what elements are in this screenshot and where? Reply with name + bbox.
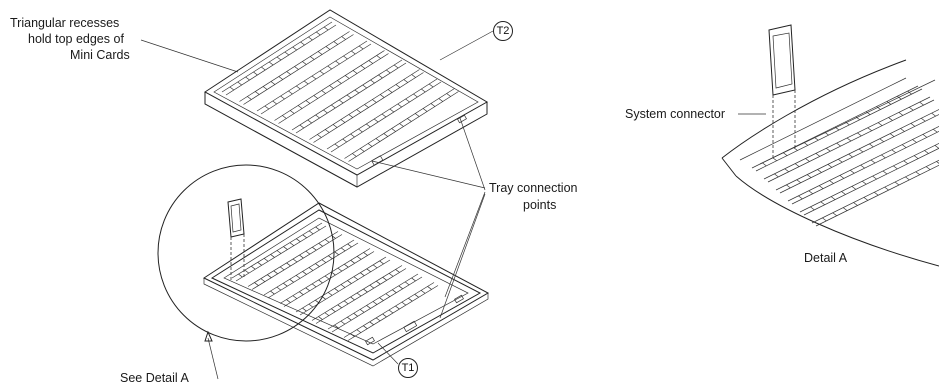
top-tray-t2 xyxy=(205,10,487,187)
detail-a-circle xyxy=(158,165,334,341)
label-triangular-recesses-3: Mini Cards xyxy=(70,48,130,62)
mini-card-left xyxy=(228,199,244,280)
label-triangular-recesses-2: hold top edges of xyxy=(28,32,124,46)
label-system-connector: System connector xyxy=(625,107,725,121)
label-triangular-recesses-1: Triangular recesses xyxy=(10,16,119,30)
bottom-tray-t1 xyxy=(204,203,488,366)
label-tray-connection-1: Tray connection xyxy=(489,181,577,195)
label-tray-connection-2: points xyxy=(523,198,556,212)
callout-t2: T2 xyxy=(493,21,513,41)
label-detail-a: Detail A xyxy=(804,251,847,265)
detail-a-view xyxy=(722,60,939,266)
callout-t1: T1 xyxy=(398,358,418,378)
label-see-detail-a: See Detail A xyxy=(120,371,189,385)
